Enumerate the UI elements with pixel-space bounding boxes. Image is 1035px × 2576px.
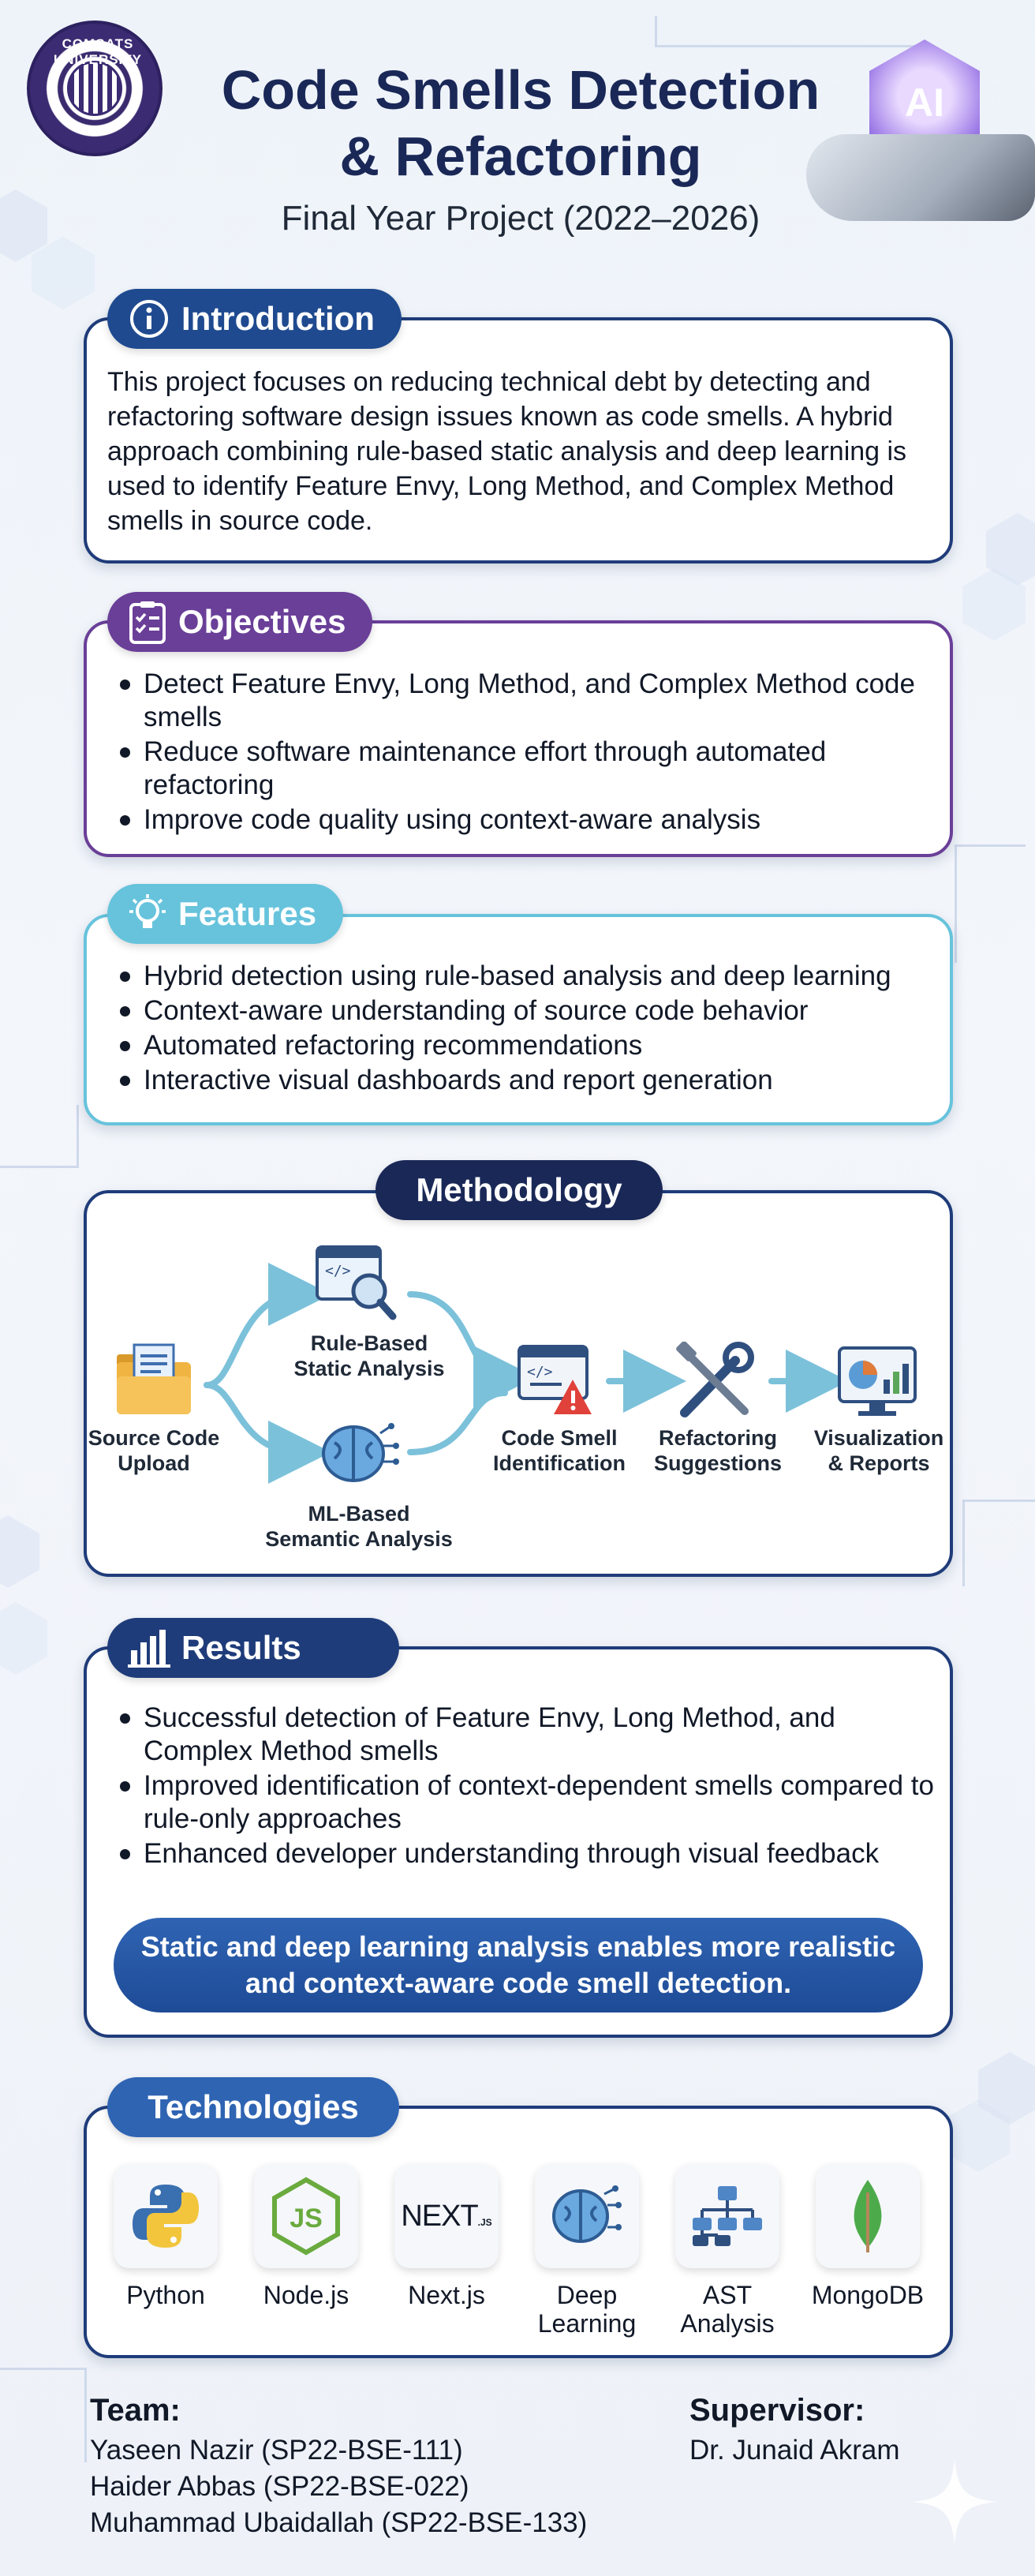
tech-tile-deep-learning	[535, 2164, 639, 2268]
step-refactoring-suggestions: Refactoring Suggestions	[653, 1426, 782, 1475]
tech-tile-ast	[675, 2164, 779, 2268]
introduction-heading: Introduction	[107, 289, 402, 349]
info-icon	[130, 300, 168, 338]
leaf-icon	[854, 2180, 882, 2252]
team-heading: Team:	[90, 2393, 181, 2428]
tech-label-nextjs: Next.js	[408, 2281, 485, 2309]
bg-hexagon	[962, 568, 1026, 641]
step-code-smell-identification: Code Smell Identification	[493, 1426, 626, 1475]
title-line-1: Code Smells Detection	[221, 59, 820, 121]
features-heading: Features	[107, 884, 344, 944]
features-card	[84, 914, 953, 1125]
results-heading: Results	[107, 1618, 399, 1678]
list-item: Hybrid detection using rule-based analys…	[117, 960, 937, 993]
list-item: Improved identification of context-depen…	[117, 1769, 937, 1836]
list-item: Automated refactoring recommendations	[117, 1029, 937, 1062]
features-list: Hybrid detection using rule-based analys…	[117, 960, 937, 1099]
objectives-card	[84, 620, 953, 857]
brain-icon	[322, 1423, 399, 1482]
technologies-heading: Technologies	[107, 2077, 399, 2137]
svg-text:</>: </>	[527, 1364, 553, 1380]
list-item: Context-aware understanding of source co…	[117, 994, 937, 1028]
step-source-upload: Source Code Upload	[88, 1426, 220, 1475]
robot-hand-icon	[806, 134, 1035, 221]
list-item: Successful detection of Feature Envy, Lo…	[117, 1702, 937, 1768]
bar-chart-icon	[128, 1630, 170, 1668]
tech-label-deep-learning: Deep Learning	[537, 2281, 637, 2338]
brain-icon	[552, 2185, 622, 2243]
ai-hand-illustration: AI	[798, 16, 1035, 221]
tools-icon	[676, 1342, 754, 1417]
folder-icon	[117, 1343, 191, 1414]
list-item: Detect Feature Envy, Long Method, and Co…	[117, 668, 937, 734]
supervisor-heading: Supervisor:	[689, 2393, 865, 2428]
code-search-icon: </>	[316, 1245, 397, 1320]
bg-hexagon	[0, 1515, 39, 1588]
logo-text: COMSATS UNIVERSITY	[53, 36, 143, 67]
results-list: Successful detection of Feature Envy, Lo…	[117, 1702, 937, 1872]
tech-tile-mongodb	[816, 2164, 920, 2268]
svg-text:</>: </>	[325, 1263, 351, 1279]
objectives-heading-label: Objectives	[178, 603, 346, 640]
team-member: Yaseen Nazir (SP22-BSE-111)	[90, 2435, 463, 2466]
list-item: Reduce software maintenance effort throu…	[117, 736, 937, 802]
svg-text:JS: JS	[290, 2203, 323, 2233]
globe-icon	[67, 61, 122, 116]
methodology-heading: Methodology	[376, 1160, 663, 1220]
introduction-card	[84, 317, 953, 564]
bg-circuit-line	[0, 2368, 87, 2462]
bg-circuit-line	[955, 844, 1026, 963]
introduction-heading-label: Introduction	[181, 300, 375, 337]
objectives-list: Detect Feature Envy, Long Method, and Co…	[117, 668, 937, 838]
results-heading-label: Results	[181, 1629, 301, 1666]
list-item: Improve code quality using context-aware…	[117, 803, 937, 837]
features-heading-label: Features	[178, 895, 317, 932]
bg-circuit-line	[0, 1105, 79, 1168]
code-warning-icon: </>	[518, 1345, 592, 1414]
tech-label-mongodb: MongoDB	[811, 2281, 925, 2309]
dashboard-icon	[838, 1346, 917, 1416]
tech-tile-nextjs: NEXT .JS	[394, 2164, 499, 2268]
step-rule-based: Rule-Based Static Analysis	[293, 1331, 445, 1380]
page-subtitle: Final Year Project (2022–2026)	[281, 199, 760, 238]
bg-circuit-line	[962, 1500, 1035, 1586]
technologies-card	[84, 2106, 953, 2358]
step-ml-based: ML-Based Semantic Analysis	[265, 1502, 453, 1551]
python-icon	[133, 2185, 199, 2248]
objectives-heading: Objectives	[107, 592, 373, 652]
bg-circuit-line	[655, 16, 923, 47]
introduction-text: This project focuses on reducing technic…	[107, 367, 907, 536]
bg-hexagon	[0, 1602, 47, 1675]
sparkle-icon	[912, 2459, 997, 2544]
team-member: Haider Abbas (SP22-BSE-022)	[90, 2471, 469, 2502]
page-title: Code Smells Detection & Refactoring	[166, 57, 876, 189]
tech-tile-nodejs: JS	[254, 2164, 358, 2268]
tech-label-python: Python	[126, 2281, 205, 2309]
university-logo: COMSATS UNIVERSITY	[27, 21, 163, 156]
nextjs-icon: NEXT .JS	[401, 2199, 492, 2233]
checklist-icon	[129, 601, 166, 644]
tech-label-ast: AST Analysis	[680, 2281, 775, 2338]
list-item: Interactive visual dashboards and report…	[117, 1064, 937, 1097]
title-line-2: & Refactoring	[339, 125, 702, 187]
list-item: Enhanced developer understanding through…	[117, 1837, 937, 1870]
team-member: Muhammad Ubaidallah (SP22-BSE-133)	[90, 2507, 588, 2538]
tech-label-nodejs: Node.js	[263, 2281, 349, 2309]
supervisor-name: Dr. Junaid Akram	[689, 2435, 900, 2466]
lightbulb-icon	[129, 894, 166, 928]
bg-hexagon	[32, 237, 95, 309]
tree-icon	[693, 2186, 762, 2246]
results-banner: Static and deep learning analysis enable…	[114, 1918, 923, 2012]
tech-tile-python	[114, 2164, 218, 2268]
step-visualization: Visualization & Reports	[813, 1426, 944, 1475]
nodejs-icon: JS	[272, 2177, 340, 2256]
